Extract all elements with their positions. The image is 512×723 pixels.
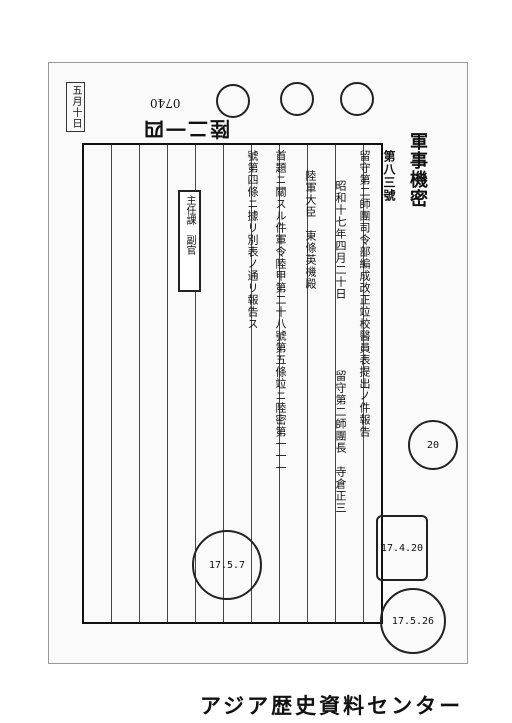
body-line-2: 號第四條ニ據リ別表ノ通リ報告ス — [246, 150, 259, 330]
top-stamp-1 — [216, 84, 250, 118]
left-edge-mark: 五月十日 — [66, 82, 85, 132]
top-stamp-2 — [280, 82, 314, 116]
date-stamp-3-text: 17.5.26 — [391, 615, 435, 627]
date-stamp-right-text: 20 — [426, 439, 440, 451]
date-stamp-1-text: 17.4.20 — [380, 542, 424, 554]
date-stamp-right: 20 — [408, 420, 458, 470]
date-stamp-2: 17.5.7 — [192, 530, 262, 600]
date-stamp-3: 17.5.26 — [380, 588, 446, 654]
sender: 留守第二師團長 寺倉正三 — [334, 370, 347, 514]
addressee: 陸軍大臣 東條英機殿 — [304, 170, 317, 290]
category-label: 軍事機密 — [407, 132, 428, 208]
page-number: 0740 — [150, 96, 181, 110]
date: 昭和十七年四月二十日 — [334, 180, 347, 300]
date-stamp-1: 17.4.20 — [376, 515, 428, 581]
date-stamp-2-text: 17.5.7 — [208, 559, 246, 571]
item-number: 第八三號 — [382, 150, 396, 202]
body-line-1: 首題ニ關スル件軍令陸甲第二十八號第五條竝ニ陸密第一一一 — [274, 150, 287, 474]
archive-footer: アジア歴史資料センター — [200, 694, 464, 718]
receipt-box-stamp: 主任課 副官 — [178, 190, 201, 292]
top-stamp-3 — [340, 82, 374, 116]
document-title: 留守第二師團司令部編成改正竝校醫員表提出ノ件報告 — [358, 150, 371, 438]
serial-number: 陸二一四 — [142, 117, 230, 141]
